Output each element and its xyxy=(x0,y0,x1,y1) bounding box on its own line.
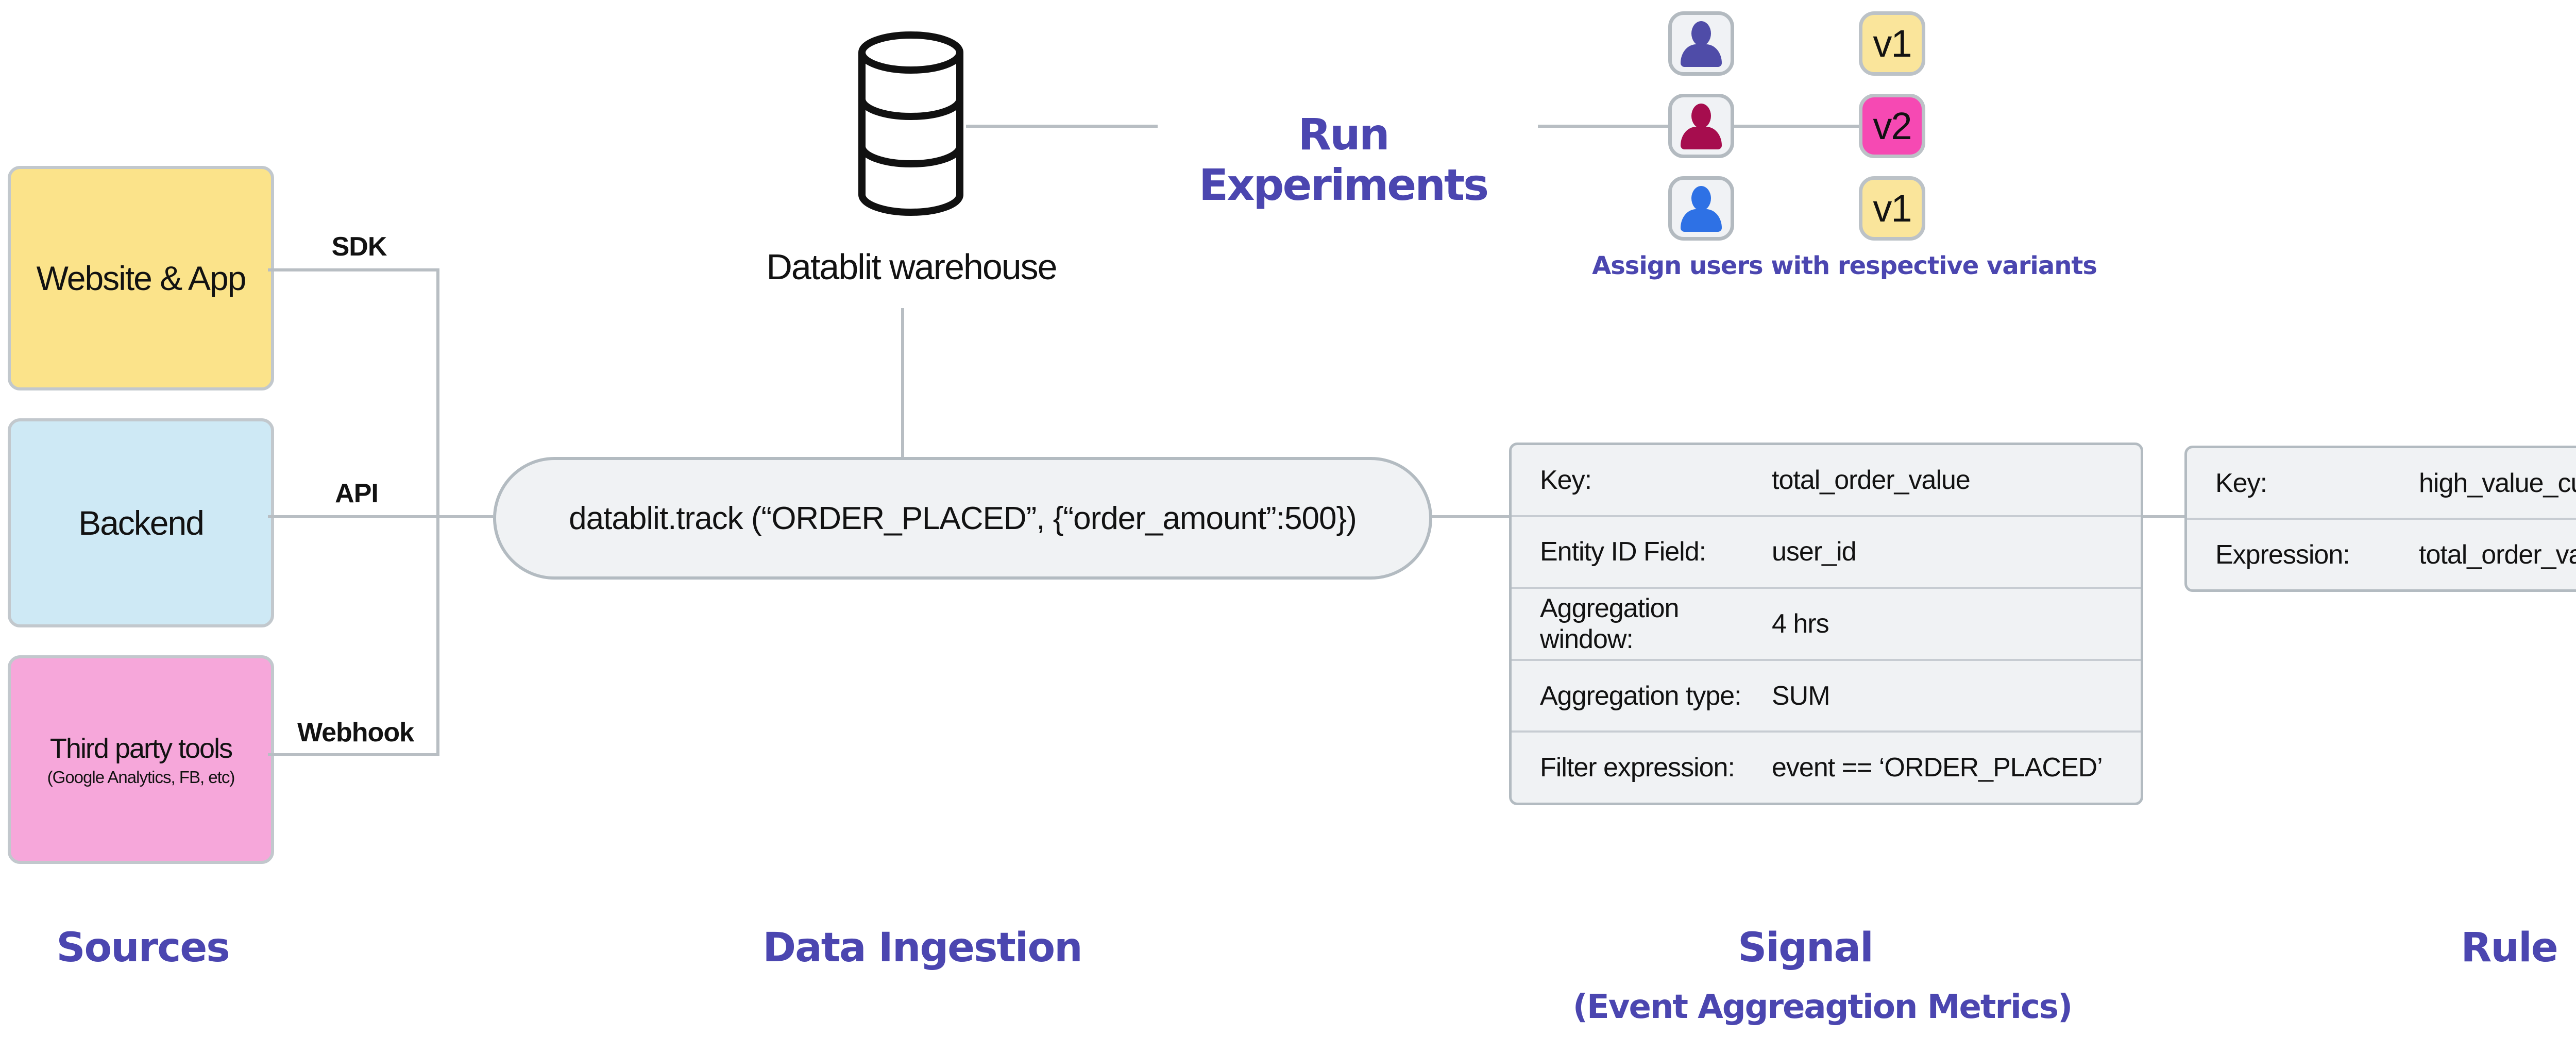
method-label-sdk: SDK xyxy=(331,232,387,262)
connector-line xyxy=(268,753,439,756)
source-box-backend: Backend xyxy=(8,418,274,627)
section-label-sources: Sources xyxy=(56,925,230,971)
table-row: Expression: total_order_value > 300 xyxy=(2187,518,2576,589)
connector-line xyxy=(436,268,439,756)
user-card xyxy=(1668,11,1734,76)
table-row: Filter expression: event == ‘ORDER_PLACE… xyxy=(1512,730,2141,803)
row-value: user_id xyxy=(1772,537,1857,567)
user-card xyxy=(1668,94,1734,158)
connector-line xyxy=(1734,125,1859,128)
source-label: Website & App xyxy=(36,259,247,297)
table-row: Entity ID Field: user_id xyxy=(1512,515,2141,587)
row-label: Key: xyxy=(2215,468,2267,498)
connector-line xyxy=(1432,515,1509,518)
database-cylinder-icon xyxy=(858,31,963,216)
ingestion-code-node: datablit.track (“ORDER_PLACED”, {“order_… xyxy=(493,457,1432,580)
row-label: Expression: xyxy=(2215,539,2350,570)
user-icon-indigo xyxy=(1672,15,1731,72)
variant-label: v2 xyxy=(1873,105,1912,147)
source-sublabel: (Google Analytics, FB, etc) xyxy=(47,767,235,787)
row-value: SUM xyxy=(1772,681,1831,711)
signal-table: Key: total_order_value Entity ID Field: … xyxy=(1509,443,2143,805)
row-label: Filter expression: xyxy=(1540,753,1735,783)
variant-badge: v1 xyxy=(1859,176,1925,241)
table-row: Aggregation type: SUM xyxy=(1512,658,2141,731)
table-row: Key: high_value_customer xyxy=(2187,448,2576,518)
source-box-website-app: Website & App xyxy=(8,166,274,390)
connector-line xyxy=(1538,125,1668,128)
row-value: 4 hrs xyxy=(1772,608,1829,639)
method-label-webhook: Webhook xyxy=(297,718,414,747)
method-label-api: API xyxy=(335,479,379,508)
run-experiments-title: Run Experiments xyxy=(1198,109,1489,210)
connector-line xyxy=(966,125,1158,128)
row-label: Aggregation type: xyxy=(1540,681,1742,711)
warehouse-label: Datablit warehouse xyxy=(766,247,1057,287)
table-row: Key: total_order_value xyxy=(1512,445,2141,515)
table-row: Aggregation window: 4 hrs xyxy=(1512,587,2141,659)
user-icon-crimson xyxy=(1672,97,1731,155)
ingestion-code: datablit.track (“ORDER_PLACED”, {“order_… xyxy=(569,500,1357,536)
source-box-third-party: Third party tools (Google Analytics, FB,… xyxy=(8,655,274,864)
connector-line xyxy=(901,308,904,457)
connector-line xyxy=(268,515,493,518)
connector-line xyxy=(268,268,439,271)
row-value: event == ‘ORDER_PLACED’ xyxy=(1772,753,2103,783)
variant-label: v1 xyxy=(1873,187,1912,230)
source-label: Backend xyxy=(78,504,205,542)
variant-label: v1 xyxy=(1873,22,1912,65)
connector-line xyxy=(2143,515,2184,518)
row-value: total_order_value xyxy=(1772,465,1971,495)
source-label: Third party tools xyxy=(49,733,233,764)
section-label-signal: Signal xyxy=(1738,925,1874,971)
rule-table: Key: high_value_customer Expression: tot… xyxy=(2184,446,2576,592)
row-value: high_value_customer xyxy=(2419,468,2576,498)
assign-caption: Assign users with respective variants xyxy=(1592,251,2097,280)
row-value: total_order_value > 300 xyxy=(2419,539,2576,570)
user-card xyxy=(1668,176,1734,241)
user-icon-blue xyxy=(1672,180,1731,237)
variant-badge: v2 xyxy=(1859,94,1925,158)
row-label: Entity ID Field: xyxy=(1540,537,1706,567)
section-label-data-ingestion: Data Ingestion xyxy=(762,925,1082,971)
section-sublabel-signal: (Event Aggreagtion Metrics) xyxy=(1572,988,2073,1026)
variant-badge: v1 xyxy=(1859,11,1925,76)
row-label: Aggregation window: xyxy=(1540,593,1679,654)
section-label-rule: Rule xyxy=(2461,925,2558,971)
row-label: Key: xyxy=(1540,465,1592,495)
